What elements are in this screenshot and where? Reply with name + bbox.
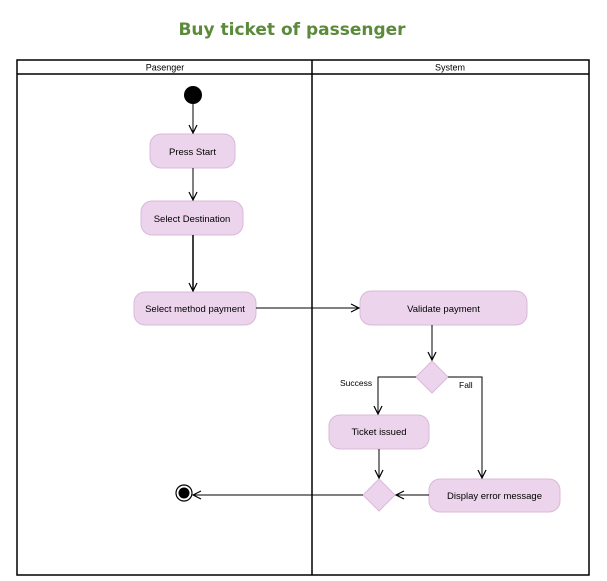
activity-label: Ticket issued (351, 427, 406, 438)
edge-label-fall: Fall (459, 380, 473, 390)
final-node-core (178, 487, 190, 499)
activity-select-method-payment[interactable]: Select method payment (133, 291, 257, 326)
activity-display-error-message[interactable]: Display error message (428, 478, 561, 513)
activity-label: Validate payment (407, 304, 480, 315)
activity-label: Press Start (169, 147, 216, 158)
activity-press-start[interactable]: Press Start (149, 133, 236, 169)
edge-decision-success (378, 376, 416, 414)
swimlanes: Pasenger System (16, 59, 590, 576)
lane-header-system: System (435, 63, 465, 73)
final-node[interactable] (175, 484, 193, 502)
lane-header-passenger: Pasenger (146, 63, 185, 73)
activity-validate-payment[interactable]: Validate payment (359, 290, 528, 326)
activity-label: Select method payment (145, 304, 245, 315)
activity-label: Display error message (447, 491, 542, 502)
swimlane-frame (16, 59, 590, 576)
activity-box (359, 290, 528, 326)
initial-node[interactable] (184, 86, 202, 104)
decision-node[interactable] (415, 360, 449, 394)
activity-label: Select Destination (154, 214, 231, 225)
activity-select-destination[interactable]: Select Destination (140, 200, 244, 236)
activity-ticket-issued[interactable]: Ticket issued (328, 414, 430, 450)
edge-label-success: Success (340, 378, 372, 388)
merge-node[interactable] (362, 478, 396, 512)
edges (193, 104, 482, 495)
diagram-title: Buy ticket of passenger (178, 20, 406, 40)
activity-box (140, 200, 244, 236)
edge-decision-fall (448, 376, 482, 478)
